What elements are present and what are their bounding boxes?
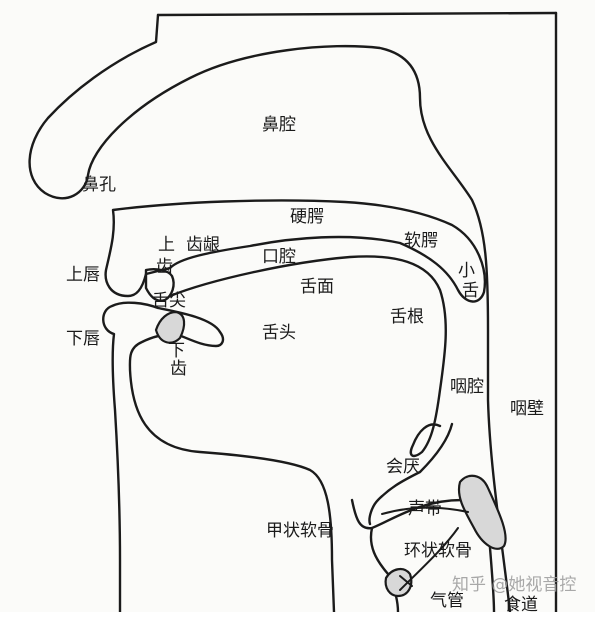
trachea-marker-line: [399, 575, 413, 587]
label-upper-lip: 上唇: [66, 265, 100, 285]
label-lower: 下: [168, 341, 185, 361]
label-tongue-tip: 舌尖: [152, 291, 186, 311]
label-oral-cavity: 口腔: [262, 247, 296, 267]
label-pharynx: 咽腔: [450, 377, 484, 397]
label-upper: 上: [158, 235, 175, 255]
label-trachea: 气管: [430, 591, 464, 611]
label-lower-lip: 下唇: [66, 329, 100, 349]
upper-teeth-outline: [144, 268, 175, 302]
label-tongue-root: 舌根: [390, 307, 424, 327]
top-border-line: [156, 11, 558, 17]
cricoid-line: [399, 527, 459, 591]
label-esophagus: 食道: [504, 595, 538, 612]
epiglottis-outline: [368, 422, 454, 526]
label-epiglottis: 会厌: [386, 457, 420, 477]
label-nasal-cavity: 鼻腔: [262, 115, 296, 135]
nasal-cavity-outline: [28, 13, 512, 614]
lower-teeth-shape: [154, 310, 186, 344]
label-soft-palate: 软腭: [404, 231, 438, 251]
lower-lip-jaw-outline: [102, 301, 336, 614]
label-pharyngeal-wall: 咽壁: [510, 399, 544, 419]
label-vocal-cords: 声带: [408, 499, 442, 519]
label-cricoid-cartilage: 环状软骨: [404, 541, 472, 561]
vocal-cords-line: [381, 506, 469, 515]
label-lower-teeth: 齿: [170, 359, 187, 379]
upper-lip-outline: [104, 199, 486, 303]
label-thyroid-cartilage: 甲状软骨: [266, 521, 334, 541]
label-hard-palate: 硬腭: [290, 207, 324, 227]
cricoid-shape: [384, 568, 413, 598]
label-uvula-top: 小: [458, 261, 475, 281]
label-uvula-bottom: 舌: [462, 281, 479, 301]
label-nostril: 鼻孔: [82, 175, 116, 195]
label-upper-teeth: 齿: [156, 257, 173, 277]
label-tongue-blade: 舌头: [262, 323, 296, 343]
arytenoid-shape: [457, 474, 507, 550]
label-alveolar-ridge: 齿龈: [186, 235, 220, 255]
tongue-outline: [168, 255, 447, 458]
watermark-text: 知乎 @她视音控: [452, 575, 576, 595]
label-tongue-surface: 舌面: [300, 277, 334, 297]
